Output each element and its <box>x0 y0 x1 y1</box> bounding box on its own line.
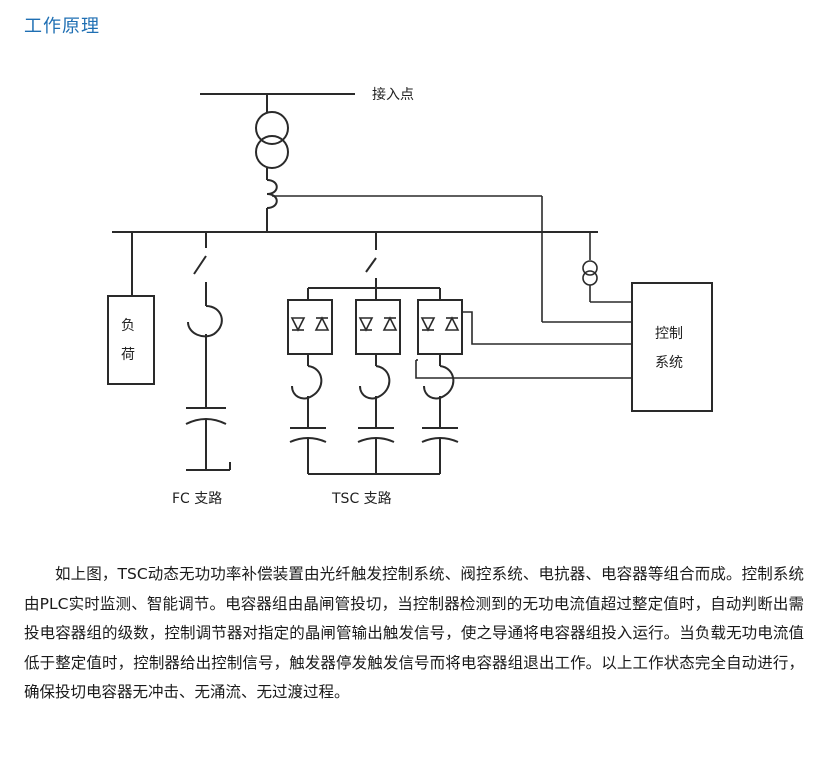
description-text: 如上图，TSC动态无功功率补偿装置由光纤触发控制系统、阀控系统、电抗器、电容器等… <box>24 560 804 708</box>
fc-branch-label: FC 支路 <box>172 491 222 507</box>
transformer-symbol <box>255 111 289 169</box>
connection-point-label: 接入点 <box>372 86 414 103</box>
tsc-circuit-diagram: 接入点 负 荷 FC 支路 <box>107 86 713 507</box>
load-label-1: 负 <box>121 318 135 334</box>
tsc-branch-1 <box>287 288 333 448</box>
fc-branch <box>185 232 231 471</box>
tsc-branch-label: TSC 支路 <box>331 491 392 507</box>
section-heading: 工作原理 <box>24 16 100 37</box>
control-label-2: 系统 <box>655 355 683 371</box>
load-label-2: 荷 <box>121 347 135 363</box>
tsc-branch-3 <box>417 288 463 448</box>
load-box <box>107 295 155 385</box>
current-transformer-coil <box>266 179 278 209</box>
trigger-signal-lines <box>415 311 632 379</box>
description-paragraph: 如上图，TSC动态无功功率补偿装置由光纤触发控制系统、阀控系统、电抗器、电容器等… <box>24 565 804 701</box>
voltage-transformer-symbol <box>582 260 598 286</box>
tsc-branch-2 <box>355 288 401 448</box>
control-label-1: 控制 <box>655 326 683 342</box>
control-system-box <box>631 282 713 412</box>
